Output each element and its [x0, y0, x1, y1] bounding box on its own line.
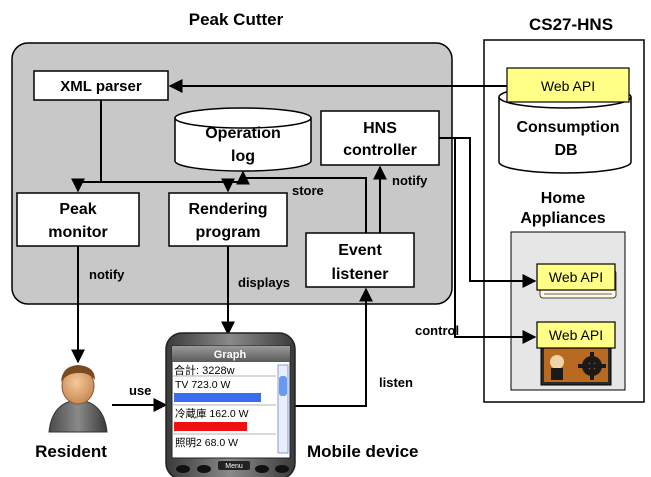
db-web-api-box	[506, 67, 630, 103]
hns-controller-label-1: HNS	[363, 120, 397, 137]
operation-log-label-2: log	[231, 148, 255, 165]
phone-menu-label: Menu	[225, 463, 243, 470]
use-label: use	[129, 383, 151, 398]
consumption-db-label-1: Consumption	[516, 119, 619, 136]
phone-item-label: TV 723.0 W	[175, 379, 231, 391]
notify-resident-label: notify	[89, 267, 125, 282]
edge-store-to-operation-log	[236, 170, 367, 233]
home-appliances-title-2: Appliances	[520, 210, 605, 227]
consumption-db-label-2: DB	[554, 142, 577, 159]
resident-icon	[48, 365, 108, 433]
phone-item-label: 冷蔵庫 162.0 W	[175, 407, 249, 420]
appliance-2-web-api-label: Web API	[549, 327, 603, 343]
event-listener-box	[305, 232, 415, 288]
peak-monitor-label-2: monitor	[48, 224, 108, 241]
phone-button[interactable]	[255, 465, 269, 473]
gear-icon	[578, 352, 606, 380]
phone-button[interactable]	[275, 465, 289, 473]
event-listener-label-1: Event	[338, 242, 382, 259]
notify-hns-label: notify	[392, 173, 428, 188]
db-web-api-label: Web API	[541, 78, 595, 94]
peak-monitor-box	[16, 192, 140, 247]
xml-parser-label: XML parser	[60, 78, 142, 95]
peak-cutter-title: Peak Cutter	[189, 10, 284, 29]
control-label: control	[415, 323, 459, 338]
phone-item-bar	[174, 393, 261, 402]
resident-label: Resident	[35, 442, 107, 461]
phone-total: 合計: 3228w	[174, 363, 235, 377]
home-appliances-title-1: Home	[541, 190, 586, 207]
event-listener-label-2: listener	[332, 266, 389, 283]
appliance-2-web-api-box	[536, 321, 616, 349]
operation-log-label-1: Operation	[205, 125, 281, 142]
operation-log-db: Operation log	[174, 107, 312, 172]
edge-listen	[295, 287, 373, 407]
listen-label: listen	[379, 375, 413, 390]
phone-menu-button[interactable]	[218, 461, 250, 470]
phone-item-list: TV 723.0 W 冷蔵庫 162.0 W 照明2 68.0 W	[173, 375, 276, 449]
appliance-1-web-api-box	[536, 263, 616, 291]
phone-button[interactable]	[176, 465, 190, 473]
store-label: store	[292, 183, 324, 198]
rendering-program-label-1: Rendering	[188, 201, 267, 218]
phone-scrollbar[interactable]	[277, 364, 289, 454]
phone-header: Graph	[214, 349, 247, 361]
appliance-1-web-api-label: Web API	[549, 269, 603, 285]
displays-label: displays	[238, 275, 290, 290]
mobile-device: Graph 合計: 3228w TV 723.0 W 冷蔵庫 162.0 W 照明2…	[165, 332, 296, 477]
phone-item-bar	[174, 422, 247, 431]
rendering-program-box	[168, 192, 288, 247]
hns-controller-label-2: controller	[343, 142, 417, 159]
edge-control-appliance-2	[454, 138, 537, 344]
rendering-program-label-2: program	[196, 224, 261, 241]
phone-item-label: 照明2 68.0 W	[175, 437, 238, 449]
peak-monitor-label-1: Peak	[59, 201, 96, 218]
phone-button[interactable]	[197, 465, 211, 473]
mobile-device-label: Mobile device	[307, 442, 418, 461]
hns-title: CS27-HNS	[529, 15, 613, 34]
